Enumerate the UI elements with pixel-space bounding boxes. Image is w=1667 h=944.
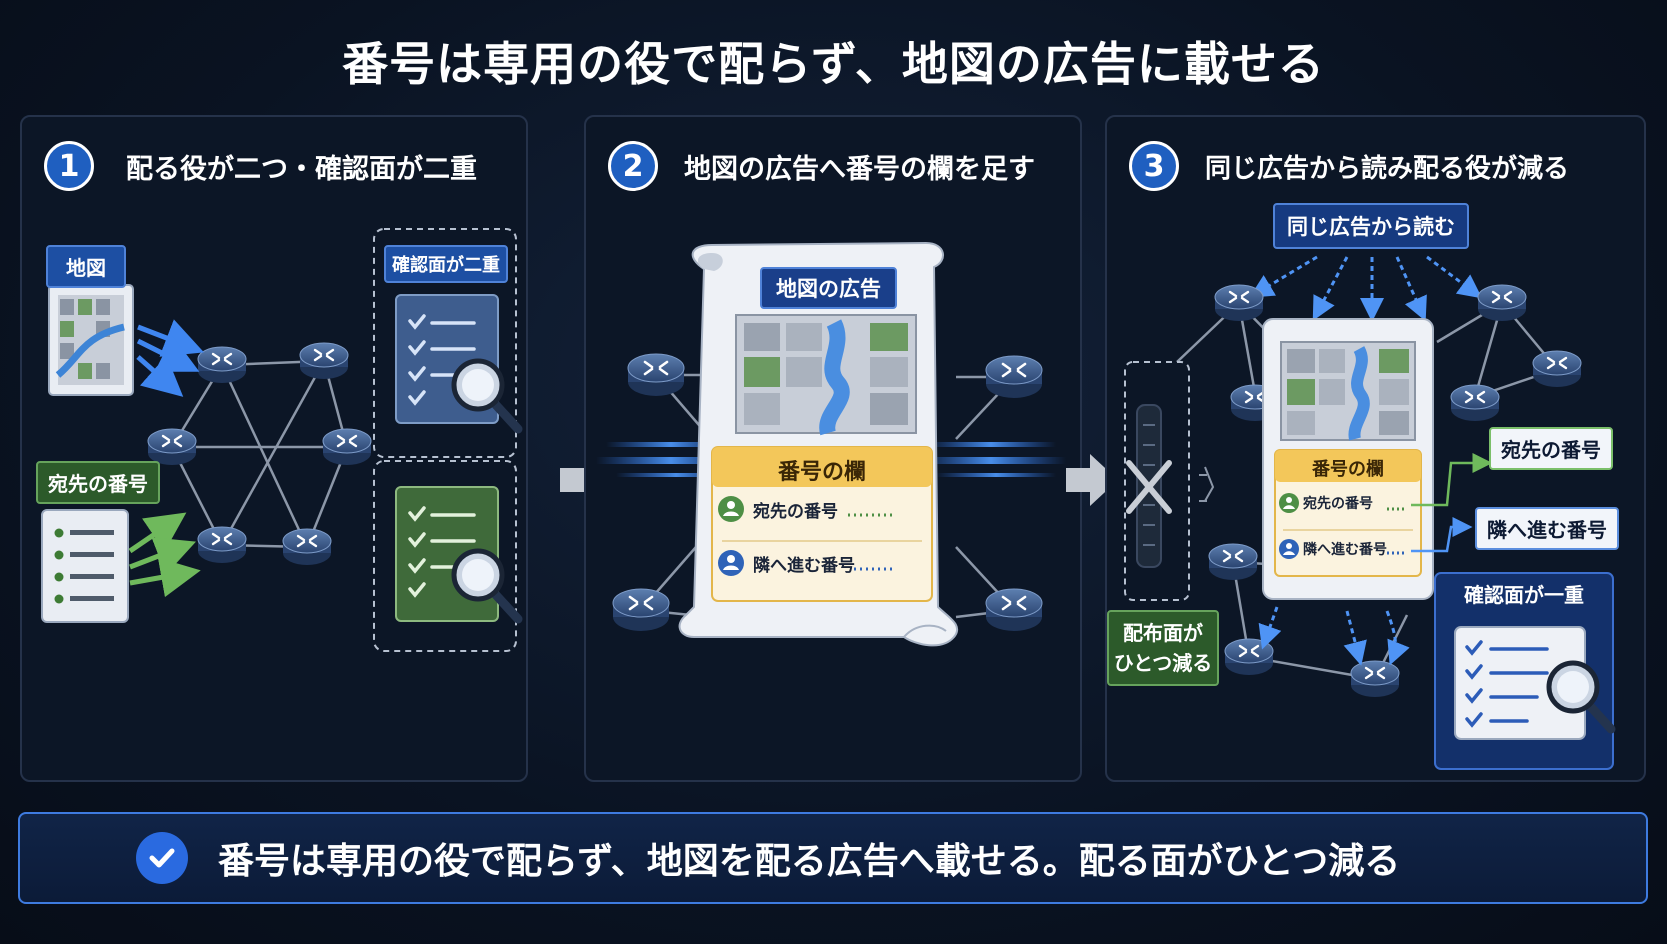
arrow-right-icon: [1066, 454, 1118, 506]
summary-text: 番号は専用の役で配らず、地図を配る広告へ載せる。配る面がひとつ減る: [218, 841, 1401, 882]
single-check-tag: 確認面が一重: [1464, 583, 1584, 607]
check-box-bottom: [373, 460, 517, 652]
number-field-box: [711, 446, 933, 602]
arrow-right-icon: [128, 512, 201, 598]
next-hop-output: 隣へ進む番号: [1475, 507, 1619, 550]
panel-3-graphic: [1124, 255, 1616, 770]
list-icon: [41, 509, 129, 623]
panel-3-header: 3 同じ広告から読み配る役が減る: [1129, 141, 1569, 191]
panel-2-graphic: [596, 241, 1066, 647]
dest-output-arrow: [1411, 453, 1493, 507]
reduced-line-2: ひとつ減る: [1113, 651, 1213, 675]
magnifier-icon: [451, 358, 523, 434]
cross-icon: [1126, 460, 1172, 514]
map-ad-label: 地図の広告: [760, 267, 897, 309]
number-field-title: 番号の欄: [777, 460, 866, 485]
map-icon: [48, 284, 134, 396]
dest-number-field: 宛先の番号: [753, 502, 838, 522]
summary-banner: 番号は専用の役で配らず、地図を配る広告へ載せる。配る面がひとつ減る: [18, 812, 1648, 904]
next-output-arrow: [1411, 517, 1473, 553]
read-same-ad-tag: 同じ広告から読む: [1273, 203, 1469, 249]
check-box-top: [373, 228, 517, 458]
signal-glow: [596, 442, 1066, 477]
panel-2: 2 地図の広告へ番号の欄を足す 地図の広告 番号の欄 宛先の番号 隣へ進む番号: [584, 115, 1082, 782]
magnifier-icon: [451, 548, 523, 624]
check-icon: [136, 832, 188, 884]
router-icon: [146, 341, 373, 567]
panel-1-network-links: [170, 359, 349, 549]
panel-2-header: 2 地図の広告へ番号の欄を足す: [608, 141, 1035, 191]
reduced-line-1: 配布面が: [1123, 621, 1203, 645]
main-title: 番号は専用の役で配らず、地図の広告に載せる: [342, 37, 1325, 91]
map-tag: 地図: [46, 245, 126, 288]
magnifier-icon: [1546, 660, 1616, 734]
panel-1-title: 配る役が二つ・確認面が二重: [126, 153, 477, 185]
panel-3-title: 同じ広告から読み配る役が減る: [1205, 153, 1570, 184]
panel-2-title: 地図の広告へ番号の欄を足す: [684, 153, 1035, 185]
panel-1-graphic: [41, 228, 523, 652]
next-hop-field: 隣へ進む番号: [1303, 542, 1387, 558]
faded-arrow: [1199, 466, 1215, 502]
number-field-title: 番号の欄: [1312, 459, 1384, 480]
double-check-tag: 確認面が二重: [384, 245, 508, 283]
distribute-arrows: [1258, 606, 1410, 666]
dest-number-output: 宛先の番号: [1489, 427, 1613, 470]
reduced-distribution-tag: 配布面が ひとつ減る: [1107, 610, 1219, 686]
panel-1: 1 配る役が二つ・確認面が二重 地図 宛先の番号 確認面が二重: [20, 115, 528, 782]
map-icon: [735, 314, 917, 436]
step-number-2: 2: [608, 141, 658, 191]
arrow-right-icon: [136, 319, 205, 397]
read-arrows: [1249, 255, 1483, 322]
dest-number-tag: 宛先の番号: [36, 461, 160, 504]
map-icon: [1280, 341, 1416, 441]
number-field-box: [1274, 449, 1422, 577]
next-hop-field: 隣へ進む番号: [753, 556, 855, 576]
step-number-1: 1: [44, 141, 94, 191]
step-number-3: 3: [1129, 141, 1179, 191]
panel-3: 3 同じ広告から読み配る役が減る 同じ広告から読む 番号の欄 宛先の番号 隣へ進…: [1105, 115, 1646, 782]
dest-number-field: 宛先の番号: [1303, 496, 1373, 512]
panel-1-header: 1 配る役が二つ・確認面が二重: [44, 141, 477, 191]
